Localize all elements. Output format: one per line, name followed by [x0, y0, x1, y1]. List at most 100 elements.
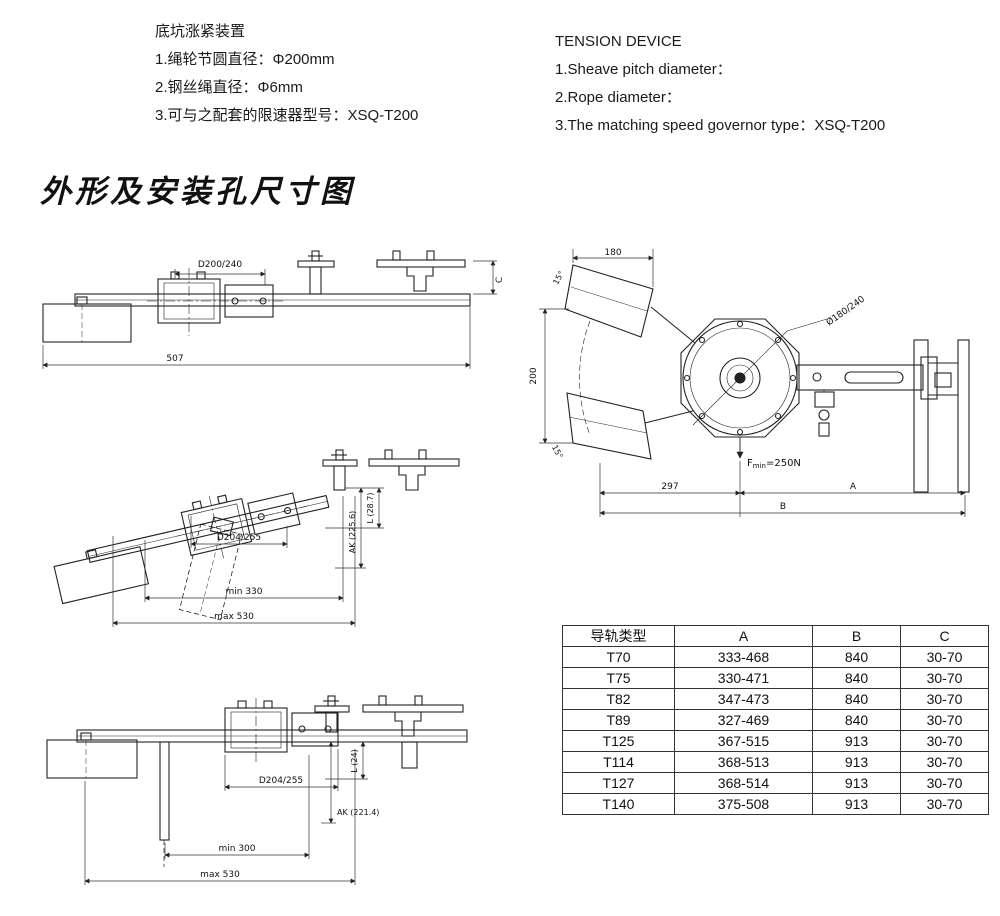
cell-a: 368-513 — [674, 751, 813, 773]
mount-bracket — [314, 705, 350, 713]
cell-rail-type: T89 — [562, 709, 675, 731]
specs-cn-line1: 1.绳轮节圆直径：Φ200mm — [155, 51, 335, 68]
dim-left-label: 297 — [661, 482, 678, 492]
cell-b: 913 — [812, 772, 901, 794]
cell-c: 30-70 — [900, 646, 989, 668]
guide-rail-profile — [394, 712, 422, 737]
cell-a: 367-515 — [674, 730, 813, 752]
dim-c-label: C — [495, 277, 505, 283]
table-row: T89 327-469 840 30-70 — [562, 709, 989, 731]
mount-bracket — [297, 260, 335, 268]
table-row: T140 375-508 913 30-70 — [562, 793, 989, 815]
weight-box — [46, 739, 138, 779]
cell-a: 330-471 — [674, 667, 813, 689]
hanging-weight-phantom — [179, 516, 243, 621]
dim-height-label: 200 — [529, 367, 539, 384]
cell-a: 347-473 — [674, 688, 813, 710]
mount-bracket — [322, 459, 358, 467]
lowered-view-geometry — [46, 695, 468, 867]
side-view-dimension-lines — [42, 260, 497, 369]
tilted-view-drawing: D204/255 L (28.7) AK (225.6) min 330 max… — [53, 449, 460, 627]
dim-min-label: min 330 — [225, 587, 262, 597]
lowered-view-dimension-lines — [84, 741, 368, 885]
cell-rail-type: T70 — [562, 646, 675, 668]
cell-rail-type: T75 — [562, 667, 675, 689]
cell-rail-type: T114 — [562, 751, 675, 773]
tension-switch — [814, 391, 835, 408]
cell-c: 30-70 — [900, 793, 989, 815]
specs-en-line1: 1.Sheave pitch diameter： — [555, 61, 732, 78]
front-view-drawing: 180 200 15° 15° Ø180/240 Fmin=250N 297 A… — [529, 248, 970, 517]
swing-blade-lower — [566, 392, 652, 460]
specs-en-line2: 2.Rope diameter： — [555, 89, 681, 106]
lowered-view-drawing: D204/255 L (24) AK (221.4) min 300 max 5… — [46, 695, 468, 885]
table-row: T125 367-515 913 30-70 — [562, 730, 989, 752]
cell-rail-type: T125 — [562, 730, 675, 752]
cell-a: 368-514 — [674, 772, 813, 794]
tilted-assembly — [53, 492, 330, 605]
dim-pitch-label: D204/255 — [259, 776, 303, 786]
dim-ak-label: AK (221.4) — [337, 808, 379, 817]
dim-diameter-label: Ø180/240 — [824, 294, 867, 329]
tilted-view-dimension-lines — [112, 487, 384, 627]
mounting-arm — [796, 364, 924, 391]
dim-l-label: L (28.7) — [366, 492, 375, 523]
table-header-row: 导轨类型 A B C — [562, 625, 989, 647]
swing-blade-upper — [564, 264, 654, 338]
specs-en-title: TENSION DEVICE — [555, 33, 682, 50]
front-view-dimension-lines — [539, 249, 966, 517]
cell-b: 840 — [812, 667, 901, 689]
front-view-geometry — [564, 264, 970, 493]
column-header-c: C — [900, 625, 989, 647]
cell-a: 333-468 — [674, 646, 813, 668]
angle-bottom-label: 15° — [550, 443, 565, 460]
table-row: T70 333-468 840 30-70 — [562, 646, 989, 668]
front-view-labels: 180 200 15° 15° Ø180/240 Fmin=250N 297 A… — [529, 248, 867, 512]
cell-c: 30-70 — [900, 730, 989, 752]
angle-top-label: 15° — [551, 269, 566, 286]
rail-type-table: 导轨类型 A B C T70 333-468 840 30-70 T75 330… — [562, 625, 989, 815]
table-row: T127 368-514 913 30-70 — [562, 772, 989, 794]
weight-box — [53, 546, 150, 605]
specs-en-line3: 3.The matching speed governor type：XSQ-T… — [555, 117, 886, 134]
section-title: 外形及安装孔尺寸图 — [40, 174, 355, 210]
specs-chinese: 底坑涨紧装置 1.绳轮节圆直径：Φ200mm 2.钢丝绳直径：Φ6mm 3.可与… — [155, 18, 418, 130]
weight-box — [42, 303, 132, 343]
cell-c: 30-70 — [900, 772, 989, 794]
dim-width-label: 180 — [604, 248, 621, 258]
cell-b: 840 — [812, 688, 901, 710]
dim-max-label: max 530 — [200, 870, 240, 880]
tilted-view-labels: D204/255 L (28.7) AK (225.6) min 330 max… — [214, 492, 375, 622]
dim-pitch-label: D204/255 — [217, 533, 261, 543]
cell-rail-type: T127 — [562, 772, 675, 794]
column-header-a: A — [674, 625, 813, 647]
cell-rail-type: T140 — [562, 793, 675, 815]
specs-cn-title: 底坑涨紧装置 — [155, 23, 246, 40]
cell-a: 327-469 — [674, 709, 813, 731]
side-view-labels: D200/240 507 C — [166, 260, 505, 364]
cell-c: 30-70 — [900, 751, 989, 773]
dim-max-label: max 530 — [214, 612, 254, 622]
cell-b: 840 — [812, 709, 901, 731]
rail-clamp-plate — [376, 259, 466, 268]
cell-b: 840 — [812, 646, 901, 668]
guide-rail-profile — [398, 466, 426, 491]
dim-a-label: A — [850, 482, 857, 492]
tension-rod — [159, 741, 170, 841]
cell-c: 30-70 — [900, 667, 989, 689]
rail-clamp-plate — [362, 704, 464, 713]
cell-rail-type: T82 — [562, 688, 675, 710]
side-view-drawing: D200/240 507 C — [42, 250, 505, 369]
guide-rail-profile — [406, 267, 434, 292]
table-row: T114 368-513 913 30-70 — [562, 751, 989, 773]
cell-c: 30-70 — [900, 709, 989, 731]
dim-pitch-label: D200/240 — [198, 260, 243, 270]
dim-min-label: min 300 — [218, 844, 255, 854]
rail-clamp-plate — [368, 458, 460, 467]
lowered-view-labels: D204/255 L (24) AK (221.4) min 300 max 5… — [200, 749, 379, 880]
dim-length-label: 507 — [166, 354, 183, 364]
force-label: Fmin=250N — [747, 458, 801, 470]
specs-cn-line2: 2.钢丝绳直径：Φ6mm — [155, 79, 303, 96]
table-row: T82 347-473 840 30-70 — [562, 688, 989, 710]
cell-b: 913 — [812, 793, 901, 815]
